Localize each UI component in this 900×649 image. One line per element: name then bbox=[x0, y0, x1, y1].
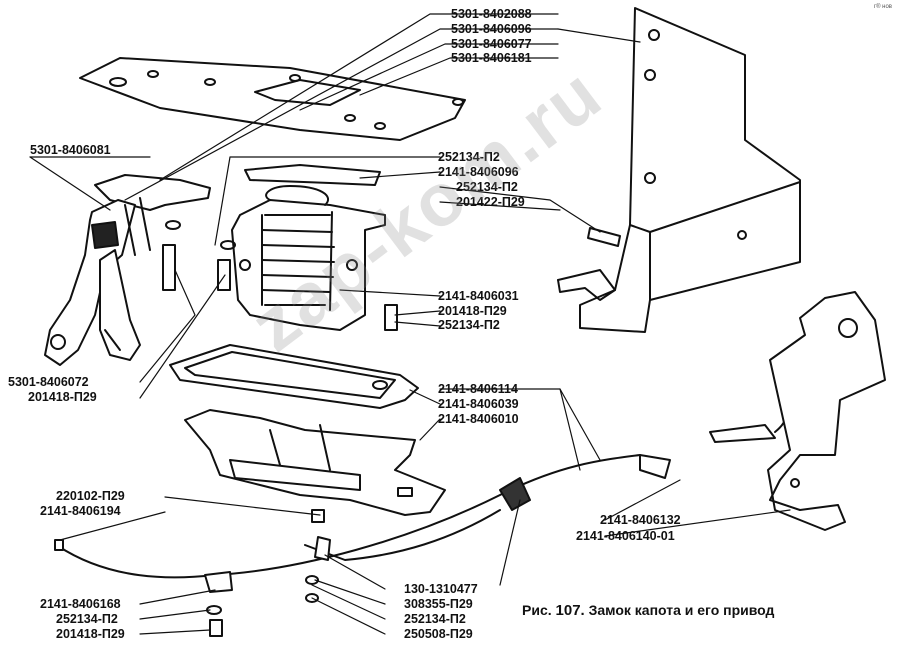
label-252134-p2-bottom-right: 252134-П2 bbox=[404, 612, 466, 626]
label-2141-8406031: 2141-8406031 bbox=[438, 289, 519, 303]
bolt-set bbox=[162, 220, 621, 331]
leader-lines bbox=[29, 13, 791, 635]
figure-caption: Рис. 107. Замок капота и его привод bbox=[522, 602, 774, 619]
caption-text: Замок капота и его привод bbox=[588, 602, 775, 618]
cable-end-parts bbox=[54, 509, 331, 637]
label-308355-p29: 308355-П29 bbox=[404, 597, 473, 611]
label-2141-8406096: 2141-8406096 bbox=[438, 165, 519, 179]
label-5301-8402088: 5301-8402088 bbox=[451, 7, 532, 21]
label-252134-p2-bottom-left: 252134-П2 bbox=[56, 612, 118, 626]
label-2141-8406140-01: 2141-8406140-01 bbox=[576, 529, 675, 543]
corner-mark: г® нов bbox=[873, 4, 892, 10]
label-201418-p29-mid: 201418-П29 bbox=[438, 304, 507, 318]
label-5301-8406081: 5301-8406081 bbox=[30, 143, 111, 157]
label-130-1310477: 130-1310477 bbox=[404, 582, 478, 596]
label-201418-p29-left: 201418-П29 bbox=[28, 390, 97, 404]
latch-body bbox=[231, 185, 386, 331]
hook-lever bbox=[44, 174, 211, 366]
label-2141-8406168: 2141-8406168 bbox=[40, 597, 121, 611]
label-5301-8406077: 5301-8406077 bbox=[451, 37, 532, 51]
mounting-bracket bbox=[557, 7, 801, 333]
gasket bbox=[169, 344, 419, 409]
label-252134-p2-second: 252134-П2 bbox=[456, 180, 518, 194]
label-2141-8406039: 2141-8406039 bbox=[438, 397, 519, 411]
release-lever bbox=[767, 291, 886, 531]
cable bbox=[57, 404, 788, 579]
label-252134-p2-mid: 252134-П2 bbox=[438, 318, 500, 332]
label-2141-8406010: 2141-8406010 bbox=[438, 412, 519, 426]
label-2141-8406114: 2141-8406114 bbox=[438, 382, 518, 396]
label-201418-p29-bottom: 201418-П29 bbox=[56, 627, 125, 641]
label-252134-p2-top: 252134-П2 bbox=[438, 150, 500, 164]
caption-number: 107. bbox=[555, 602, 585, 619]
label-250508-p29: 250508-П29 bbox=[404, 627, 473, 641]
caption-prefix: Рис. bbox=[522, 602, 552, 618]
base-bracket bbox=[184, 409, 446, 516]
label-2141-8406132: 2141-8406132 bbox=[600, 513, 681, 527]
top-plate bbox=[79, 57, 466, 141]
label-2141-8406194: 2141-8406194 bbox=[40, 504, 121, 518]
label-5301-8406072: 5301-8406072 bbox=[8, 375, 89, 389]
label-201422-p29: 201422-П29 bbox=[456, 195, 525, 209]
label-220102-p29: 220102-П29 bbox=[56, 489, 125, 503]
pad-plate bbox=[244, 164, 381, 186]
label-5301-8406181: 5301-8406181 bbox=[451, 51, 532, 65]
label-5301-8406096: 5301-8406096 bbox=[451, 22, 532, 36]
